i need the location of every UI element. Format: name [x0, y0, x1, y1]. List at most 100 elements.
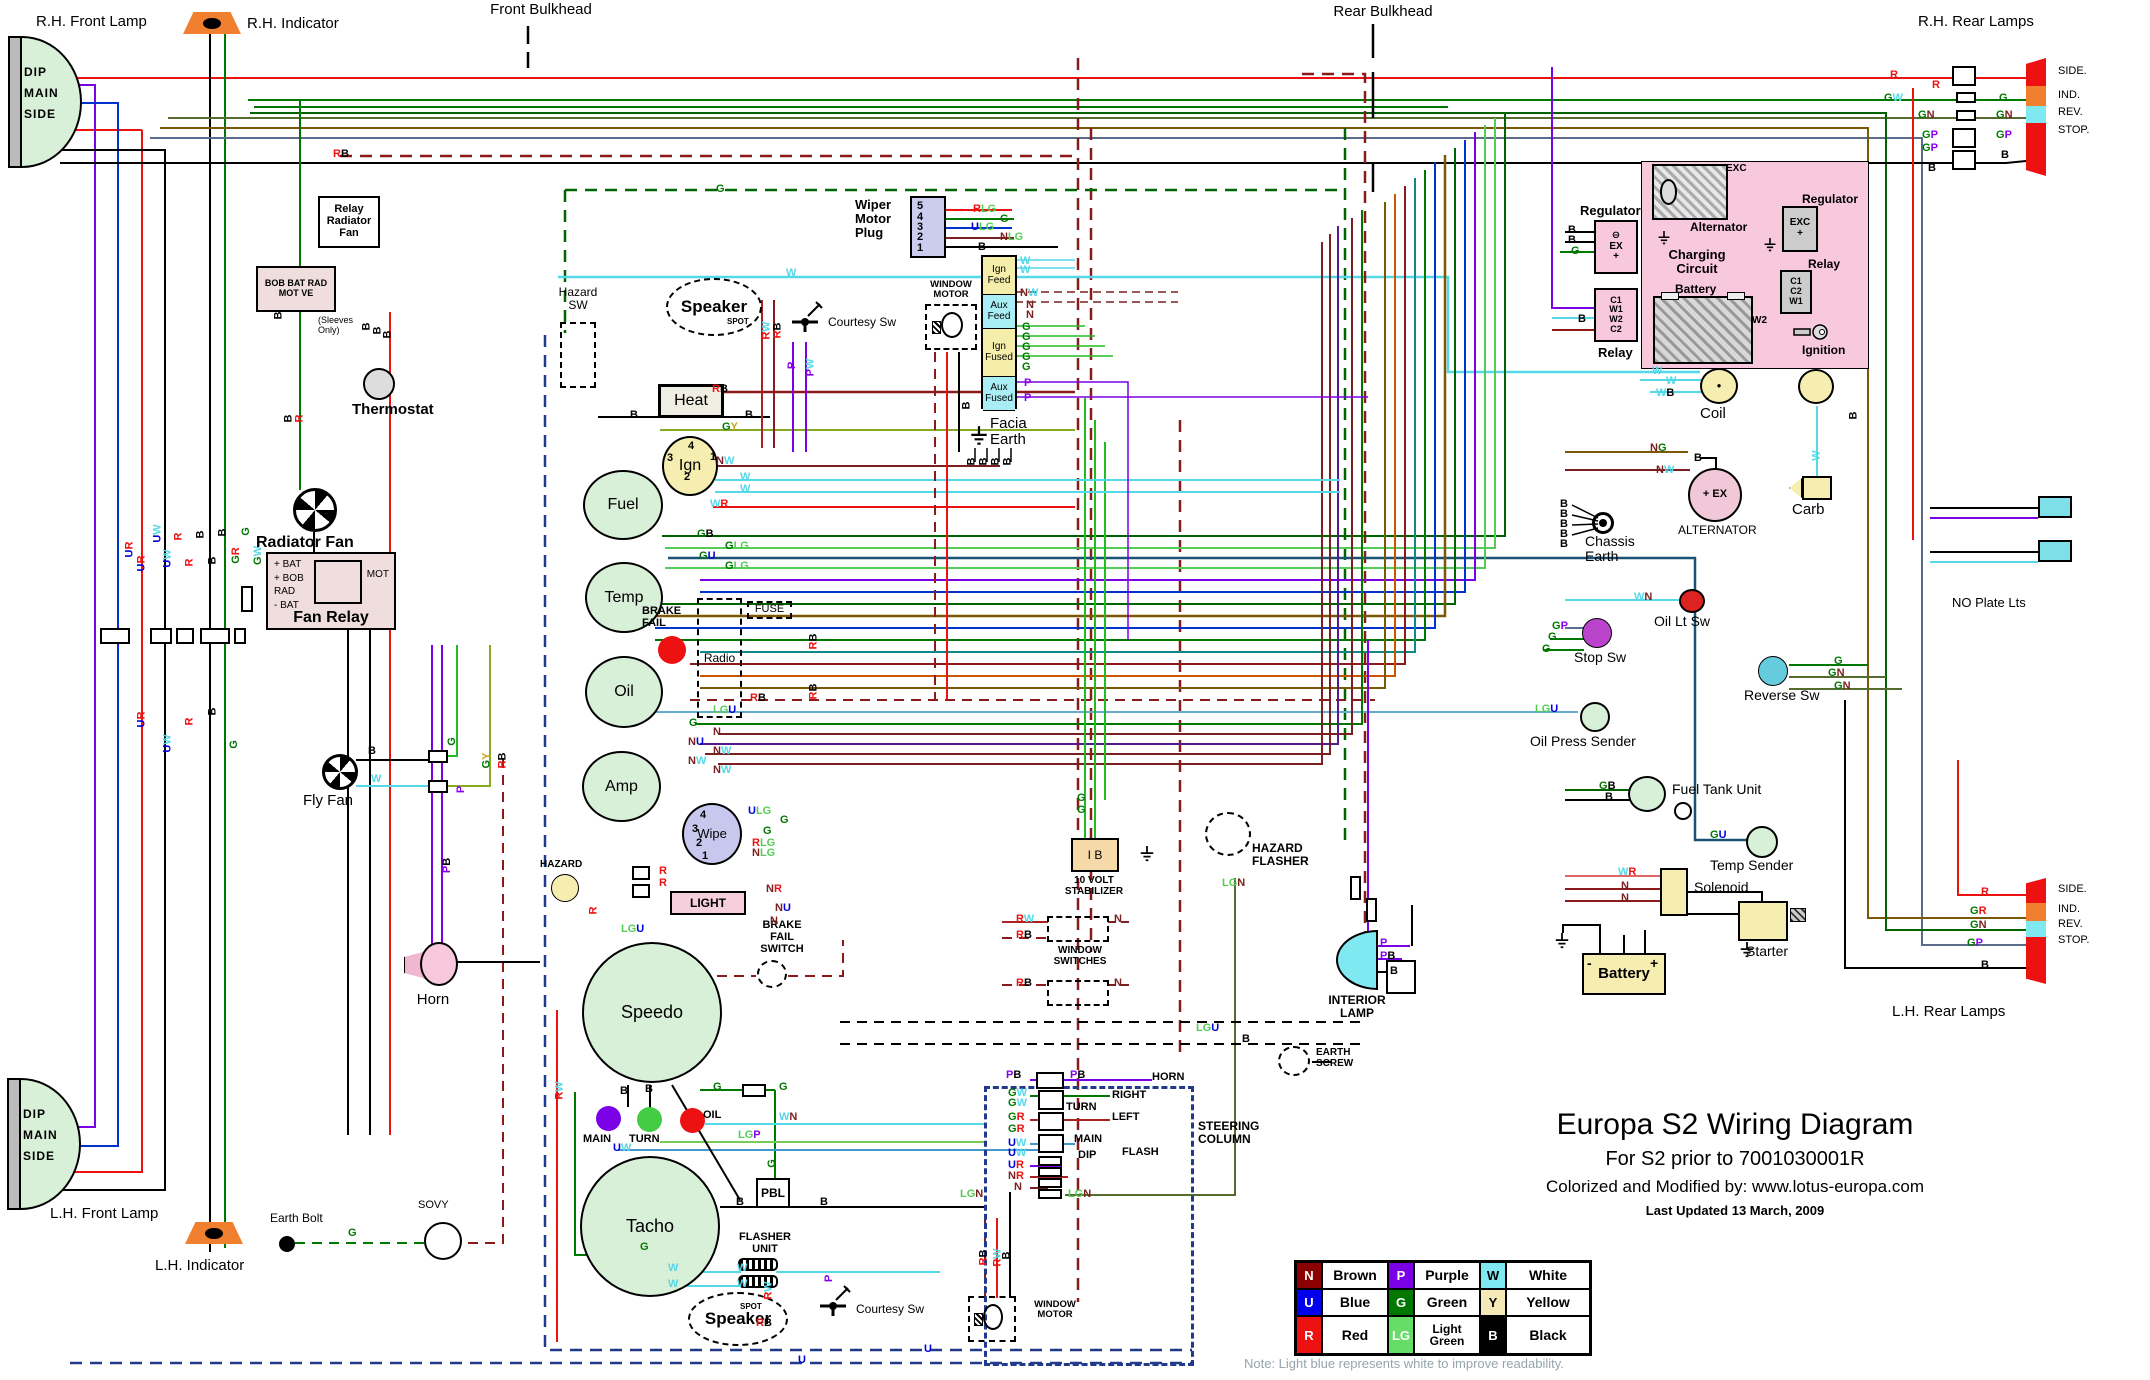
radiator-fan-label: Radiator Fan: [256, 534, 386, 552]
coil2: [1798, 369, 1834, 404]
wire-label-rlg: RLG: [752, 837, 776, 849]
front-bulkhead-label-text: Front Bulkhead: [490, 1, 592, 18]
lh-rear-lamps-label-text: L.H. Rear Lamps: [1892, 1003, 2006, 1020]
lh-side-label-text: SIDE.: [2058, 883, 2087, 895]
wire-label-b: B: [1560, 518, 1568, 530]
wire-label-b: B: [206, 707, 219, 716]
rh-rev-label: REV.: [2058, 106, 2100, 119]
wire-label-rb: RB: [807, 683, 820, 700]
earth-screw-label-text: EARTH: [1316, 1047, 1351, 1058]
wire-label-g: G: [1542, 643, 1551, 655]
wire-label-uw: UW: [1008, 1147, 1027, 1159]
wire-label-g: G: [1022, 341, 1031, 353]
cc-ground-1: [1656, 231, 1672, 245]
ignition-label: Ignition: [1802, 344, 1860, 357]
fly-fan: [322, 754, 358, 790]
rh-rear-lamp-segment: [2026, 86, 2046, 106]
wire-label-wb: WB: [1656, 387, 1675, 399]
legend-name-light-green: Light Green: [1414, 1316, 1480, 1354]
rh-front-lamp-label: R.H. Front Lamp: [36, 13, 186, 32]
wire-label-b: B: [1981, 959, 1989, 971]
wire-label-g: G: [689, 717, 698, 729]
relay-cc-label-text: Relay: [1808, 257, 1841, 271]
wire-label-rb: RB: [977, 1249, 990, 1266]
sleeves-only-label-text: Only): [318, 324, 340, 335]
horn-body: [420, 942, 458, 986]
lh-front-lamp-base: [7, 1078, 21, 1210]
wire-label-wr: WR: [1618, 866, 1637, 878]
wire-label-rb: RB: [807, 633, 820, 650]
wire-label-gp: GP: [1922, 129, 1938, 141]
wire-label-g: G: [1548, 631, 1557, 643]
temp-gauge: Temp: [585, 562, 663, 633]
batt-plus-label-text: +: [1650, 955, 1659, 971]
rh-ind-label: IND.: [2058, 89, 2100, 102]
wire-label-gy: GY: [722, 421, 738, 433]
fan-relay-terminal: - BAT: [274, 599, 299, 611]
ign-switch: Ign: [662, 436, 718, 496]
wire-label-nr: NR: [1008, 1170, 1024, 1182]
title-block: Europa S2 Wiring Diagram For S2 prior to…: [1530, 1108, 1940, 1218]
connector: [1952, 66, 1976, 86]
wire-label-r: R: [1981, 886, 1989, 898]
wire-label-g: G: [227, 740, 240, 749]
starter-conn: [1790, 908, 1806, 922]
lh-front-lamp-label: L.H. Front Lamp: [50, 1205, 200, 1224]
wire-label-n: N: [1621, 892, 1629, 904]
wire-label-gb: GB: [697, 528, 714, 540]
wiper-motor-plug: [910, 196, 946, 258]
wire-label-b: B: [381, 330, 394, 339]
wire-label-gn: GN: [1828, 667, 1845, 679]
wire-label-b: B: [1000, 1251, 1013, 1260]
wire-label-g: G: [239, 527, 252, 536]
rh-front-lamp-base: [8, 36, 22, 168]
relay-cc-text: C1: [1790, 276, 1802, 287]
starter-label-text: Starter: [1746, 943, 1789, 959]
window-switches-label-text: WINDOW: [1058, 945, 1102, 956]
speaker-top: Speaker: [666, 278, 762, 336]
wire-label-r: R: [659, 877, 667, 889]
interior-lamp-label-text: LAMP: [1340, 1005, 1374, 1020]
wire-label-g: G: [1077, 792, 1086, 804]
wire-label-g: G: [1999, 92, 2008, 104]
wire-label-uw: UW: [161, 734, 174, 753]
radiator-fan-label-text: Radiator Fan: [256, 534, 354, 551]
chassis-earth-label-text: Chassis: [1585, 533, 1635, 549]
rh-front-lamp-label-text: R.H. Front Lamp: [36, 13, 147, 30]
rh-rear-lamp-segment: [2026, 58, 2046, 86]
fly-fan-label: Fly Fan: [303, 792, 373, 809]
alternator-graphic: [1652, 164, 1728, 220]
regulator-cc-text: EXC: [1789, 217, 1811, 229]
cc-ground-2: [1762, 238, 1778, 252]
connector: [1038, 1112, 1064, 1131]
wire-label-b: B: [745, 409, 753, 421]
relay-left-text: W1: [1609, 304, 1623, 315]
oil-gauge-text: Oil: [614, 683, 634, 701]
legend-swatch-blue: U: [1296, 1289, 1322, 1316]
sw-dip-label-text: DIP: [1078, 1149, 1097, 1161]
wire-label-nw: NW: [713, 745, 732, 757]
wire-label-pb: PB: [1380, 950, 1396, 962]
sw-right-label-text: RIGHT: [1112, 1089, 1147, 1101]
lh-rev-label-text: REV.: [2058, 918, 2083, 930]
connector: [1956, 110, 1976, 121]
brake-fail-switch: [757, 960, 787, 988]
wire-label-gw: GW: [1884, 92, 1903, 104]
diagram-credit: Colorized and Modified by: www.lotus-eur…: [1546, 1177, 1924, 1196]
charging-circuit-label-text: Circuit: [1676, 261, 1718, 277]
starter-label: Starter: [1746, 943, 1804, 959]
wire-label-p: P: [455, 785, 468, 794]
sw-main-label: MAIN: [1074, 1133, 1116, 1146]
battery-cabin-text: Battery: [1598, 964, 1650, 982]
hazard-flasher: [1205, 812, 1251, 856]
carb-label-text: Carb: [1792, 501, 1825, 518]
regulator-cc-text: +: [1797, 228, 1803, 239]
facia-earth-icon: [968, 426, 990, 446]
rh-ind-label-text: IND.: [2058, 89, 2080, 101]
